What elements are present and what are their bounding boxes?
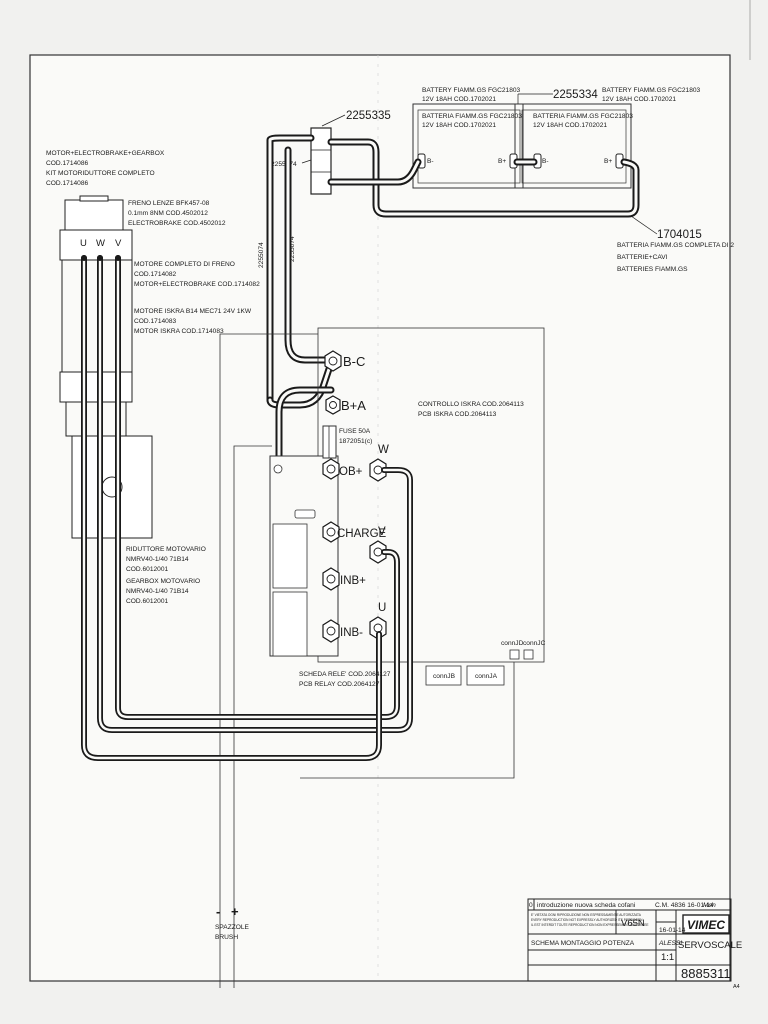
iskra-motor-label-2: COD.1714083 [134,318,176,325]
battery-left-plus-label: B+ [498,158,506,165]
brake-label-3: ELECTROBRAKE COD.4502012 [128,220,226,227]
designer-signature: ALESSI [658,940,682,947]
motor-header-4: COD.1714086 [46,180,88,187]
terminal-b-minus-c [324,350,342,372]
battery-left-minus-label: B- [427,158,434,165]
brush-label-2: BRUSH [215,934,238,941]
revision-cm: C.M. 4836 16-01-14 [655,902,714,909]
battery-right-label-1: BATTERY FIAMM.GS FGC21803 [602,87,701,94]
battery-kit-label-1: BATTERIA FIAMM.GS COMPLETA DI 2 [617,242,734,249]
label-ob-plus: OB+ [339,466,363,478]
controller-outlines [219,327,545,988]
gearbox-label-3: COD.6012001 [126,566,168,573]
copyright-line-2: EVERY REPRODUCTION NOT EXPRESSLY AUTHORI… [531,918,643,922]
iskra-motor-label-1: MOTORE ISKRA B14 MEC71 24V 1KW [134,308,252,315]
battery-kit-label-3: BATTERIES FIAMM.GS [617,266,688,273]
label-inb-plus: INB+ [340,575,366,587]
revision-signature: Mon [703,902,716,909]
label-b-plus-a: B+A [341,398,366,413]
motor-phase-u: U [80,238,87,249]
battery-kit-label-2: BATTERIE+CAVI [617,254,668,261]
drawing-number: 8885311 [681,966,731,981]
vimec-logo: VIMEC [687,918,725,932]
battery-right-minus-label: B- [542,158,549,165]
brake-motor-label-3: MOTOR+ELECTROBRAKE COD.1714082 [134,281,260,288]
label-connja: connJA [475,673,498,680]
controller-label-1: CONTROLLO ISKRA COD.2064113 [418,401,524,408]
terminal-v [369,540,387,564]
battery-left-inner-2: 12V 18AH COD.1702021 [422,122,496,129]
label-phase-v: V [378,526,386,538]
battery-left-inner-1: BATTERIA FIAMM.GS FGC21803 [422,113,522,120]
relay-board-label-2: PCB RELAY COD.2064127 [299,681,380,688]
model-code: V65N [621,918,645,929]
battery-left-label-1: BATTERY FIAMM.GS FGC21803 [422,87,521,94]
brake-label-1: FRENO LENZE BFK457-08 [128,200,210,207]
gearbox-label-1: RIDUTTORE MOTOVARIO [126,546,206,553]
battery-right-label-2: 12V 18AH COD.1702021 [602,96,676,103]
title-block [527,898,732,982]
label-charge: CHARGE [337,528,387,540]
brush-plus-label: + [231,904,239,919]
brake-motor-label-2: COD.1714082 [134,271,176,278]
fuse-label-1: FUSE 50A [339,428,371,435]
motor-header-1: MOTOR+ELECTROBRAKE+GEARBOX [46,150,165,157]
drawing-date: 16-01-14 [659,927,686,934]
cable-label-b: 2255074 [289,236,296,262]
revision-note: introduzione nuova scheda cofani [537,902,636,909]
motor-phase-v: V [115,238,122,249]
cable-label-a: 2255074 [258,242,265,268]
relay-board-label-1: SCHEDA RELE' COD.2064127 [299,671,391,678]
motor-header-2: COD.1714086 [46,160,88,167]
gearbox-label-4: GEARBOX MOTOVARIO [126,578,200,585]
terminal-inb-plus [322,567,340,591]
motor-phase-cables [81,255,413,761]
battery-cables [266,134,640,466]
label-phase-u: U [378,602,386,614]
label-inb-minus: INB- [340,627,363,639]
controller-label-2: PCB ISKRA COD.2064113 [418,411,497,418]
brush-label-1: SPAZZOLE [215,924,250,931]
battery-right-inner-2: 12V 18AH COD.1702021 [533,122,607,129]
cable-connector-block [310,127,332,195]
copyright-line-3: IL EST INTERDIT TOUTE REPRODUCTION NON E… [531,923,649,927]
label-connjb: connJB [433,673,456,680]
gearbox-label-6: COD.6012001 [126,598,168,605]
copyright-line-1: E' VIETATA OGNI RIPRODUZIONE NON ESPRESS… [531,913,642,917]
brake-motor-label-1: MOTORE COMPLETO DI FRENO [134,261,235,268]
drawing-title: SCHEMA MONTAGGIO POTENZA [531,940,635,947]
sub-brand: SERVOSCALE [678,940,742,951]
callout-1704015: 1704015 [657,229,702,241]
callout-2255334: 2255334 [553,89,598,101]
revision-number: 0 [529,902,533,909]
motor-phase-w: W [96,238,105,249]
brush-minus-label: - [216,904,220,919]
label-phase-w: W [378,444,389,456]
gearbox-label-2: NMRV40-1/40 71B14 [126,556,189,563]
gearbox-label-5: NMRV40-1/40 71B14 [126,588,189,595]
label-connjc: connJC [523,640,546,647]
fuse-label-2: 1872051(c) [339,438,372,445]
label-connjd: connJD [501,640,524,647]
battery-left-label-2: 12V 18AH COD.1702021 [422,96,496,103]
terminal-ob-plus [322,458,340,480]
label-b-minus-c: B-C [343,354,365,369]
sheet-size: A4 [733,984,740,990]
brake-label-2: 0.1mm 8NM COD.4502012 [128,210,208,217]
terminal-inb-minus [322,619,340,643]
motor-header-3: KIT MOTORIDUTTORE COMPLETO [46,170,155,177]
terminal-b-plus-a [325,395,341,415]
iskra-motor-label-3: MOTOR ISKRA COD.1714083 [134,328,224,335]
callout-2255074: 2255074 [271,161,297,168]
terminal-w [369,458,387,482]
callout-2255335: 2255335 [346,110,391,122]
drawing-scale: 1:1 [661,952,674,963]
terminal-charge [322,521,340,543]
battery-right-plus-label: B+ [604,158,612,165]
battery-right-inner-1: BATTERIA FIAMM.GS FGC21803 [533,113,633,120]
